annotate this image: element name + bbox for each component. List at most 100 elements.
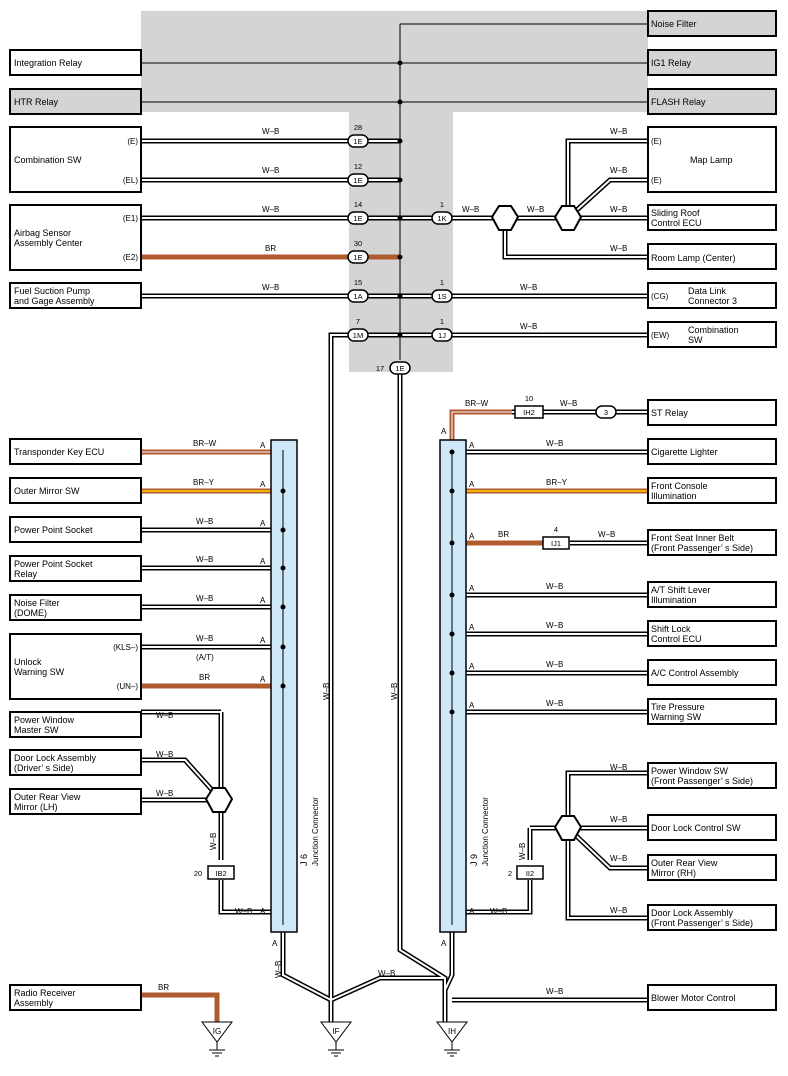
- pw-master-line2: Master SW: [14, 725, 59, 735]
- connector-label: 1M: [353, 331, 363, 340]
- pw-sw-fp-line2: (Front Passenger’ s Side): [651, 776, 753, 786]
- pin-a: A: [441, 939, 447, 948]
- connector-label: 1A: [353, 292, 362, 301]
- wire-label-br: BR: [265, 244, 276, 253]
- shaded-splice-area: [141, 11, 648, 372]
- wire-label-wb: W–B: [490, 907, 507, 916]
- ac-control: A/C Control Assembly: [651, 668, 739, 678]
- terminal-e2: (E2): [123, 253, 138, 262]
- pin-number: 1: [440, 200, 444, 209]
- component-boxes: [9, 10, 777, 1011]
- wire-label-wb: W–B: [546, 439, 563, 448]
- radio-line2: Assembly: [14, 998, 54, 1008]
- pin-a: A: [272, 939, 278, 948]
- pin-number: 1: [440, 278, 444, 287]
- st-relay: ST Relay: [651, 408, 688, 418]
- door-lock-control-sw: Door Lock Control SW: [651, 823, 741, 833]
- splice-point-2: [554, 205, 582, 231]
- unlock-warning-line1: Unlock: [14, 657, 42, 667]
- integration-relay: Integration Relay: [14, 58, 83, 68]
- radio-line1: Radio Receiver: [14, 988, 76, 998]
- power-point-socket: Power Point Socket: [14, 525, 93, 535]
- wire-label-wb-vertical: W–B: [390, 683, 399, 700]
- pin-number: 14: [354, 200, 362, 209]
- wire-label-wb: W–B: [462, 205, 479, 214]
- wire-label-wb: W–B: [610, 906, 627, 915]
- tire-pressure-line1: Tire Pressure: [651, 702, 705, 712]
- wire-label-bry: BR–Y: [546, 478, 568, 487]
- connector-label: 1J: [438, 331, 446, 340]
- connector-label: 1E: [395, 364, 404, 373]
- j9-wires: [452, 449, 648, 715]
- connector-1e-14: 1E 14: [347, 200, 369, 225]
- wire-label-wb: W–B: [196, 517, 213, 526]
- wire-label-wb: W–B: [610, 244, 627, 253]
- wire-label-wb: W–B: [610, 763, 627, 772]
- at-shift-line1: A/T Shift Lever: [651, 585, 710, 595]
- pin-a: A: [469, 907, 475, 916]
- j6-sublabel: Junction Connector: [311, 797, 320, 866]
- pin-a: A: [260, 441, 266, 450]
- terminal-ew: (EW): [651, 331, 670, 340]
- wire-label-br: BR: [199, 673, 210, 682]
- terminal-at: (A/T): [196, 653, 214, 662]
- terminal-cg: (CG): [651, 292, 669, 301]
- wire-label-wb: W–B: [610, 127, 627, 136]
- ppsr-line1: Power Point Socket: [14, 559, 93, 569]
- outer-mirror-lh-line1: Outer Rear View: [14, 792, 81, 802]
- pin-number: 1: [440, 317, 444, 326]
- noise-filter-dome-line2: (DOME): [14, 608, 47, 618]
- ppsr-line2: Relay: [14, 569, 38, 579]
- connector-label: 1S: [437, 292, 446, 301]
- wire-label-wb: W–B: [546, 621, 563, 630]
- j9-label: J 9: [469, 854, 479, 866]
- junction-dots: [280, 138, 455, 715]
- wire-label-wb: W–B: [610, 205, 627, 214]
- connector-label: 3: [604, 408, 608, 417]
- pin-a: A: [260, 557, 266, 566]
- connector-label: IH2: [523, 408, 535, 417]
- wire-label-wb: W–B: [546, 582, 563, 591]
- wire-label-wb: W–B: [262, 205, 279, 214]
- connector-label: 1E: [353, 214, 362, 223]
- connector-label: 1E: [353, 137, 362, 146]
- j6-wires: [141, 527, 283, 650]
- wire-label-br: BR: [158, 983, 169, 992]
- connector-1k-1: 1K1: [431, 200, 453, 225]
- pin-a: A: [260, 907, 266, 916]
- ig1-relay: IG1 Relay: [651, 58, 692, 68]
- wire-label-wb: W–B: [610, 854, 627, 863]
- wire-label-wb-vertical: W–B: [322, 683, 331, 700]
- fuel-pump-line2: and Gage Assembly: [14, 296, 95, 306]
- connector-label: II2: [526, 869, 534, 878]
- wire-label-wb: W–B: [527, 205, 544, 214]
- ground-label-if: IF: [332, 1027, 339, 1036]
- door-lock-fp-line2: (Front Passenger’ s Side): [651, 918, 753, 928]
- at-shift-line2: Illumination: [651, 595, 697, 605]
- combination-sw: Combination SW: [14, 155, 82, 165]
- wire-label-wb: W–B: [598, 530, 615, 539]
- wire-label-wb: W–B: [520, 322, 537, 331]
- wire-label-wb: W–B: [196, 555, 213, 564]
- terminal-labels: (E) (EL) (E1) (E2) (E) (E) (CG) (EW) (KL…: [113, 137, 669, 691]
- noise-filter: Noise Filter: [651, 19, 697, 29]
- pin-number: 30: [354, 239, 362, 248]
- connector-label: 1E: [353, 176, 362, 185]
- dlc3-line2: Connector 3: [688, 296, 737, 306]
- terminal-kls: (KLS–): [113, 643, 138, 652]
- terminal-el: (EL): [123, 176, 138, 185]
- pin-a: A: [260, 519, 266, 528]
- wire-label-wb: W–B: [196, 634, 213, 643]
- pw-master-line1: Power Window: [14, 715, 75, 725]
- pin-number: 4: [554, 525, 558, 534]
- connector-1s-1: 1S 1: [431, 278, 453, 303]
- htr-relay: HTR Relay: [14, 97, 59, 107]
